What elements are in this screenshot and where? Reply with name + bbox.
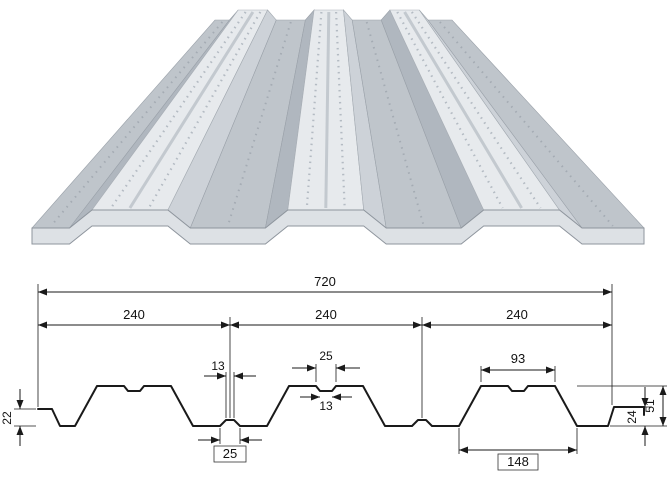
dimension-left-edge-height: 22 xyxy=(0,389,36,446)
dim-label-25-top: 25 xyxy=(319,349,333,363)
dimension-modules: 240 240 240 xyxy=(38,307,612,329)
dimension-right-lip-height: 24 xyxy=(610,387,667,446)
dimension-top-groove-inner: 13 xyxy=(300,393,352,413)
dimension-bottom-groove-top: 13 xyxy=(204,359,256,418)
dim-box-25 xyxy=(213,445,247,463)
dimension-overall-width: 720 xyxy=(38,274,612,296)
dimension-rib-top-width: 93 xyxy=(480,351,556,382)
dim-label-148: 148 xyxy=(507,454,529,469)
extension-lines xyxy=(37,284,613,418)
dimension-bottom-groove: 25 xyxy=(198,428,262,463)
dim-label-13-left: 13 xyxy=(211,359,225,373)
dim-label-51: 51 xyxy=(643,399,657,413)
dim-label-240-1: 240 xyxy=(123,307,145,322)
cross-section-drawing: 720 240 240 240 25 13 xyxy=(0,274,667,471)
dim-label-93: 93 xyxy=(511,351,525,366)
dimension-top-groove: 25 xyxy=(292,349,360,382)
dimension-profile-height: 51 xyxy=(577,385,667,426)
dim-label-25-bottom: 25 xyxy=(223,446,237,461)
dimension-rib-bottom-width: 148 xyxy=(458,428,578,471)
dim-label-240-2: 240 xyxy=(315,307,337,322)
dim-label-240-3: 240 xyxy=(506,307,528,322)
dim-label-13-mid: 13 xyxy=(319,399,333,413)
deck-3d-render xyxy=(31,9,645,245)
profile-outline xyxy=(37,385,645,427)
dim-label-22: 22 xyxy=(0,411,14,425)
deck-front-edge xyxy=(31,209,645,245)
dim-box-148 xyxy=(497,453,539,471)
dim-label-720: 720 xyxy=(314,274,336,289)
dim-label-24: 24 xyxy=(625,410,639,424)
deck-embossing-texture xyxy=(50,11,614,227)
